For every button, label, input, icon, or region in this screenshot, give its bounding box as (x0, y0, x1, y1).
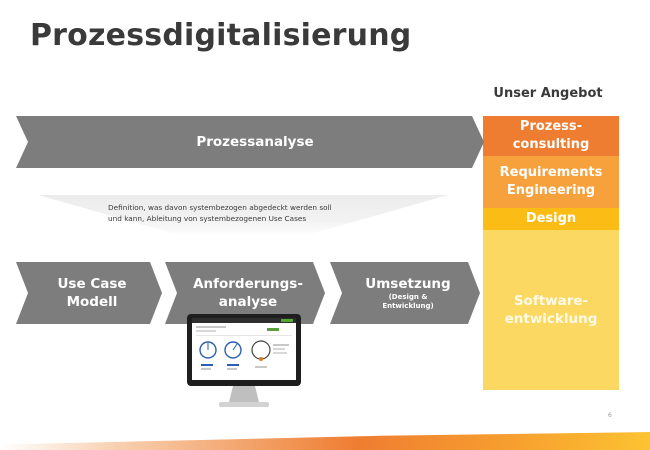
decorative-bottom-band (0, 432, 650, 450)
step-3-line-1: Umsetzung (365, 275, 451, 292)
monitor-illustration (187, 314, 301, 407)
step-2-line-1: Anforderungs- (193, 276, 303, 292)
step-use-case-model: Use Case Modell (16, 262, 162, 324)
offer-consulting-line-1: Prozess- (519, 119, 583, 134)
offer-requirements-line-2: Engineering (506, 183, 596, 198)
offer-consulting-line-2: consulting (512, 137, 590, 152)
step-3-sub-line-2: Entwicklung) (382, 301, 434, 310)
description-line-1: Definition, was davon systembezogen abge… (108, 203, 332, 212)
page-number: 6 (608, 412, 612, 419)
analysis-description: Definition, was davon systembezogen abge… (108, 202, 428, 224)
step-1-line-1: Use Case (57, 276, 127, 292)
offer-requirements-line-1: Requirements (499, 165, 603, 180)
step-implementation: Umsetzung (Design & Entwicklung) (330, 262, 480, 324)
step-3-sub-line-1: (Design & (388, 292, 428, 301)
slide-title: Prozessdigitalisierung (30, 18, 412, 53)
step-requirements-analysis: Anforderungs- analyse (165, 262, 325, 324)
offer-development-line-2: entwicklung (504, 311, 598, 327)
offer-software-development: Software- entwicklung (483, 230, 619, 390)
offer-design-label: Design (525, 211, 577, 226)
offer-heading: Unser Angebot (493, 86, 603, 101)
step-1-line-2: Modell (66, 294, 118, 310)
description-line-2: und kann, Ableitung von systembezogenen … (108, 214, 307, 223)
offer-development-line-1: Software- (513, 293, 589, 309)
offer-requirements-engineering: Requirements Engineering (483, 156, 619, 208)
step-2-line-2: analyse (218, 294, 278, 310)
offer-design: Design (483, 208, 619, 230)
offer-process-consulting: Prozess- consulting (483, 116, 619, 156)
process-analysis-arrow: Prozessanalyse (16, 116, 484, 168)
process-analysis-label: Prozessanalyse (196, 134, 314, 150)
